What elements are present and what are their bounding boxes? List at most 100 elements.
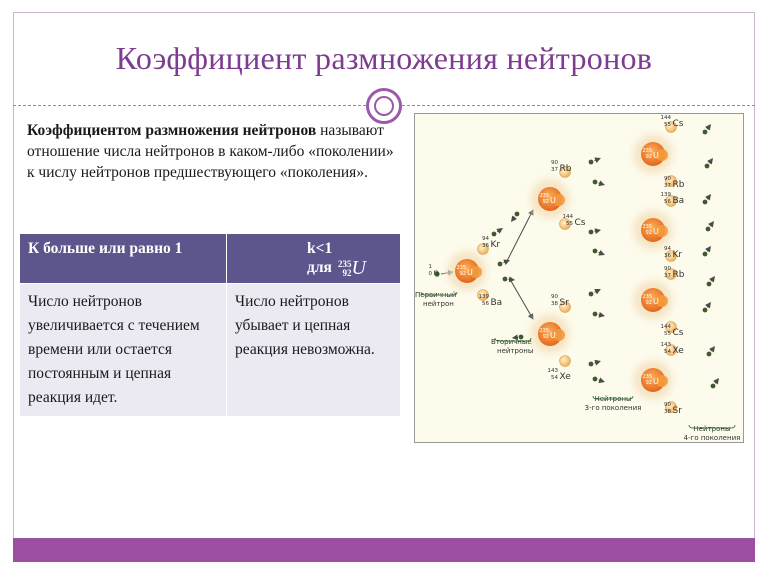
fragment-nucleus	[665, 121, 677, 133]
fragment-label-mass: 90	[664, 266, 671, 272]
table-row: Число нейтронов увеличивается с течением…	[19, 283, 401, 418]
neutron-dot	[704, 163, 710, 169]
fragment-label-charge: 37	[664, 183, 671, 189]
neutron-dot	[706, 281, 712, 287]
neutron-dot	[518, 334, 524, 340]
fragment-label-symbol: Rb	[673, 270, 685, 280]
primary-neutron	[434, 271, 440, 277]
fragment-label-symbol: Ba	[673, 196, 685, 206]
cell-k-ge-1: Число нейтронов увеличивается с течением…	[19, 283, 227, 418]
fragment-label-symbol: Cs	[673, 119, 684, 129]
uranium-nucleus-3-2-charge: 92	[646, 300, 652, 306]
fragment-label-mass: 144	[563, 214, 574, 220]
header-for-label: для	[307, 259, 332, 276]
label-fourth-line1: Нейтроны	[693, 425, 730, 433]
group-brace	[494, 337, 532, 342]
definition-paragraph: Коэффициентом размножения нейтронов назы…	[27, 120, 399, 183]
fragment-nucleus	[477, 289, 489, 301]
fragment-nucleus	[559, 218, 571, 230]
label-secondary-line1: Вторичные	[491, 338, 532, 346]
formula-charge: 92	[342, 267, 352, 278]
neutron-dot	[491, 231, 497, 237]
uranium-nucleus-3-0-symbol: U	[653, 151, 659, 160]
fragment-label-symbol: Kr	[673, 250, 683, 260]
title-divider-left	[13, 105, 366, 106]
neutron-dot	[502, 276, 508, 282]
fragment-label-symbol: Xe	[560, 372, 572, 382]
fragment-label-mass: 90	[551, 160, 558, 166]
uranium-nucleus-3-1-charge: 92	[646, 230, 652, 236]
fragment-nucleus	[559, 355, 571, 367]
footer-bar	[13, 538, 755, 562]
header-k-value: k<1	[307, 240, 333, 257]
group-brace	[592, 395, 634, 400]
uranium-nucleus-2b-symbol: U	[550, 331, 556, 340]
fragment-label-charge: 55	[664, 331, 671, 337]
neutron-arrow	[594, 157, 601, 164]
fragment-label-charge: 56	[482, 301, 489, 307]
uranium-nucleus-3-0-mass: 235	[642, 148, 652, 154]
fragment-label-symbol: Cs	[575, 218, 586, 228]
fragment-nucleus	[665, 175, 677, 187]
fragment-label-mass: 94	[664, 246, 671, 252]
uranium-nucleus-1-mass: 235	[456, 265, 466, 271]
uranium-nucleus-2b-charge: 92	[543, 334, 549, 340]
fragment-label-mass: 144	[661, 115, 672, 121]
neutron-arrow	[508, 276, 515, 283]
uranium-nucleus-3-2-mass: 235	[642, 294, 652, 300]
neutron-arrow	[598, 180, 605, 187]
uranium-nucleus-2a-symbol: U	[550, 196, 556, 205]
neutron-arrow	[706, 157, 713, 165]
primary-neutron-label-charge: 0	[429, 271, 433, 277]
uranium-nucleus-3-3-charge: 92	[646, 380, 652, 386]
neutron-dot	[702, 307, 708, 313]
fragment-nucleus	[665, 401, 677, 413]
neutron-arrow	[598, 311, 605, 318]
neutron-arrow	[510, 215, 518, 222]
fragment-label-charge: 55	[566, 221, 573, 227]
neutron-arrow	[594, 289, 601, 295]
group-brace	[688, 424, 736, 429]
fragment-label-charge: 54	[664, 349, 671, 355]
group-brace	[420, 291, 458, 296]
fragment-nucleus	[665, 344, 677, 356]
neutron-arrow	[594, 359, 601, 366]
fragment-label-charge: 54	[551, 375, 558, 381]
fragment-nucleus	[477, 243, 489, 255]
divider-ornament	[366, 88, 402, 124]
fragment-nucleus	[665, 250, 677, 262]
neutron-dot	[497, 261, 503, 267]
fragment-nucleus	[665, 268, 677, 280]
cell-k-lt-1: Число нейтронов убывает и цепная реакция…	[226, 283, 401, 418]
neutron-dot	[702, 199, 708, 205]
uranium-nucleus-2a-charge: 92	[543, 199, 549, 205]
fragment-nucleus	[665, 195, 677, 207]
neutron-arrow	[594, 228, 601, 235]
neutron-arrow	[704, 302, 711, 309]
uranium-nucleus-2b-lobe	[553, 329, 565, 341]
fragment-label-mass: 94	[482, 236, 489, 242]
uranium-nucleus-3-0-charge: 92	[646, 154, 652, 160]
fragment-label-mass: 90	[664, 176, 671, 182]
uranium-nucleus-2a-lobe	[553, 194, 565, 206]
neutron-arrow	[598, 377, 605, 384]
formula-mass: 235	[337, 258, 352, 269]
fragment-label-symbol: Rb	[673, 180, 685, 190]
fragment-label-charge: 36	[482, 243, 489, 249]
fragment-label-symbol: Kr	[491, 240, 501, 250]
